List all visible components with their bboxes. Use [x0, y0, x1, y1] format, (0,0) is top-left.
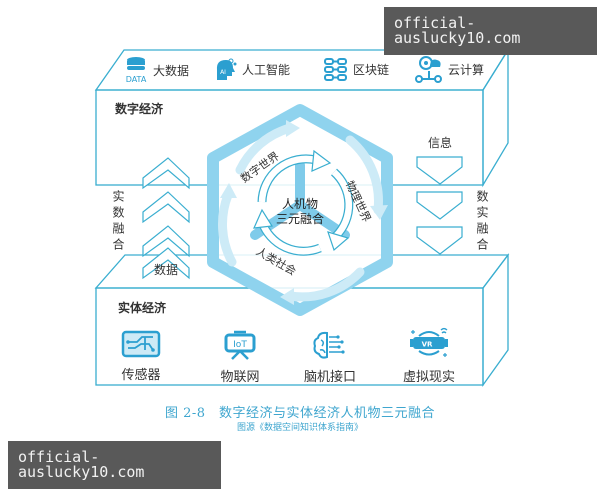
center-label: 人机物 三元融合 — [275, 197, 324, 226]
svg-text:AI: AI — [220, 69, 226, 76]
data-stack-icon: DATA — [126, 57, 147, 84]
left-fusion-label: 实数融合 — [111, 190, 125, 254]
tech-sensor: 传感器 — [106, 330, 176, 383]
tech-iot: IoT 物联网 — [205, 330, 275, 385]
tech-vr: VR 虚拟现实 — [394, 326, 464, 385]
right-fusion-label: 数实融合 — [475, 190, 489, 254]
sensor-circuit-icon — [121, 330, 161, 358]
tech-label: 区块链 — [353, 62, 390, 77]
iot-screen-icon: IoT — [224, 330, 256, 360]
tech-label: 人工智能 — [242, 62, 291, 77]
tech-blockchain: 区块链 — [323, 57, 389, 81]
tech-bci: 脑机接口 — [295, 330, 365, 385]
brain-interface-icon — [313, 331, 345, 359]
downward-chevrons — [416, 156, 463, 255]
tech-label: 脑机接口 — [303, 370, 356, 385]
tri-arrow-cycle — [250, 149, 354, 256]
figure-caption: 图 2-8 数字经济与实体经济人机物三元融合 — [164, 406, 436, 421]
upward-chevrons — [142, 157, 190, 280]
figure-source: 图源《数据空间知识体系指南》 — [236, 423, 363, 433]
vr-headset-icon: VR — [410, 327, 448, 357]
tech-cloud: 云计算 — [414, 55, 484, 83]
svg-text:DATA: DATA — [126, 75, 147, 84]
tech-label: 大数据 — [153, 63, 190, 78]
watermark-top: official-auslucky10.com — [384, 7, 597, 55]
physical-economy-title: 实体经济 — [118, 301, 167, 315]
digital-economy-title: 数字经济 — [115, 102, 164, 116]
tech-label: 云计算 — [448, 62, 485, 77]
svg-text:VR: VR — [422, 341, 433, 349]
data-flow-label: 数据 — [154, 263, 179, 277]
ai-head-icon: AI — [216, 58, 237, 80]
watermark-bottom: official-auslucky10.com — [8, 441, 221, 489]
cloud-computing-icon — [415, 56, 442, 83]
svg-text:IoT: IoT — [233, 340, 247, 350]
tech-big-data: DATA 大数据 — [123, 56, 189, 84]
tech-label: 传感器 — [121, 368, 161, 383]
tech-ai: AI 人工智能 — [212, 56, 290, 82]
tech-label: 虚拟现实 — [402, 370, 455, 385]
blockchain-icon — [324, 58, 347, 81]
tech-label: 物联网 — [220, 370, 260, 385]
info-flow-label: 信息 — [428, 136, 453, 150]
